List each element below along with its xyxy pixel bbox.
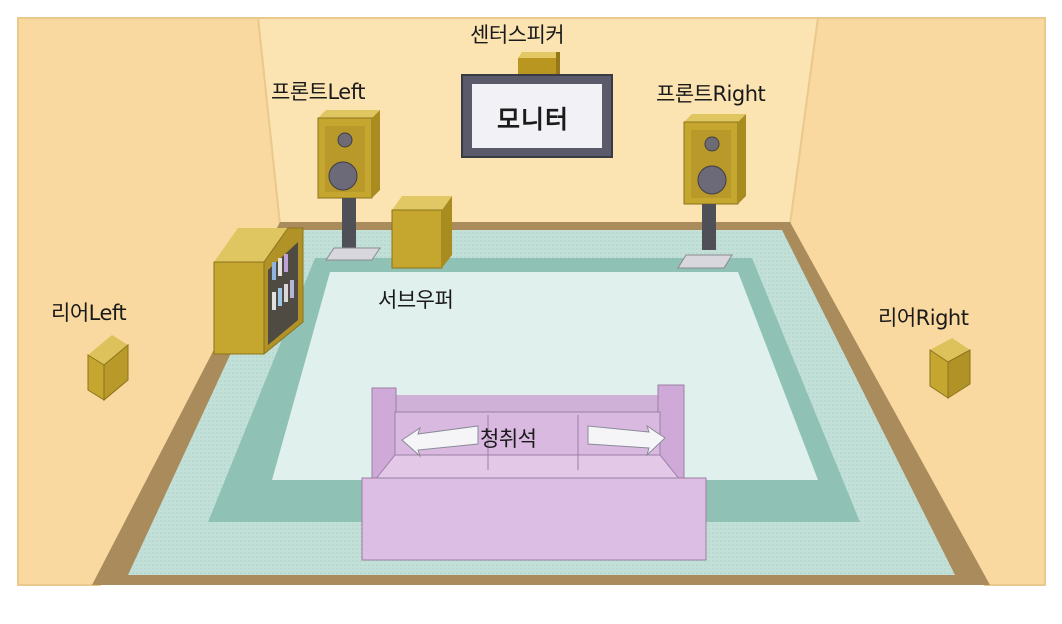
right-arrow-icon bbox=[587, 424, 666, 457]
left-arrow-icon bbox=[401, 425, 479, 458]
sofa bbox=[361, 384, 707, 561]
rear-right-speaker bbox=[929, 338, 971, 399]
front-right-speaker bbox=[677, 114, 746, 269]
subwoofer bbox=[391, 196, 452, 269]
center-speaker-label: 센터스피커 bbox=[470, 23, 565, 47]
monitor bbox=[461, 74, 613, 158]
rear-right-label: 리어Right bbox=[878, 306, 969, 330]
monitor-label: 모니터 bbox=[497, 105, 570, 134]
rear-left-speaker bbox=[87, 335, 129, 402]
front-left-label: 프론트Left bbox=[271, 80, 365, 104]
rear-left-label: 리어Left bbox=[51, 301, 127, 325]
bookshelf bbox=[213, 227, 304, 356]
right-wall bbox=[788, 17, 1046, 586]
front-left-speaker bbox=[317, 110, 381, 261]
center-speaker bbox=[518, 52, 560, 74]
front-right-label: 프론트Right bbox=[656, 82, 766, 106]
subwoofer-label: 서브우퍼 bbox=[378, 288, 454, 312]
listening-seat-label: 청취석 bbox=[480, 427, 537, 451]
